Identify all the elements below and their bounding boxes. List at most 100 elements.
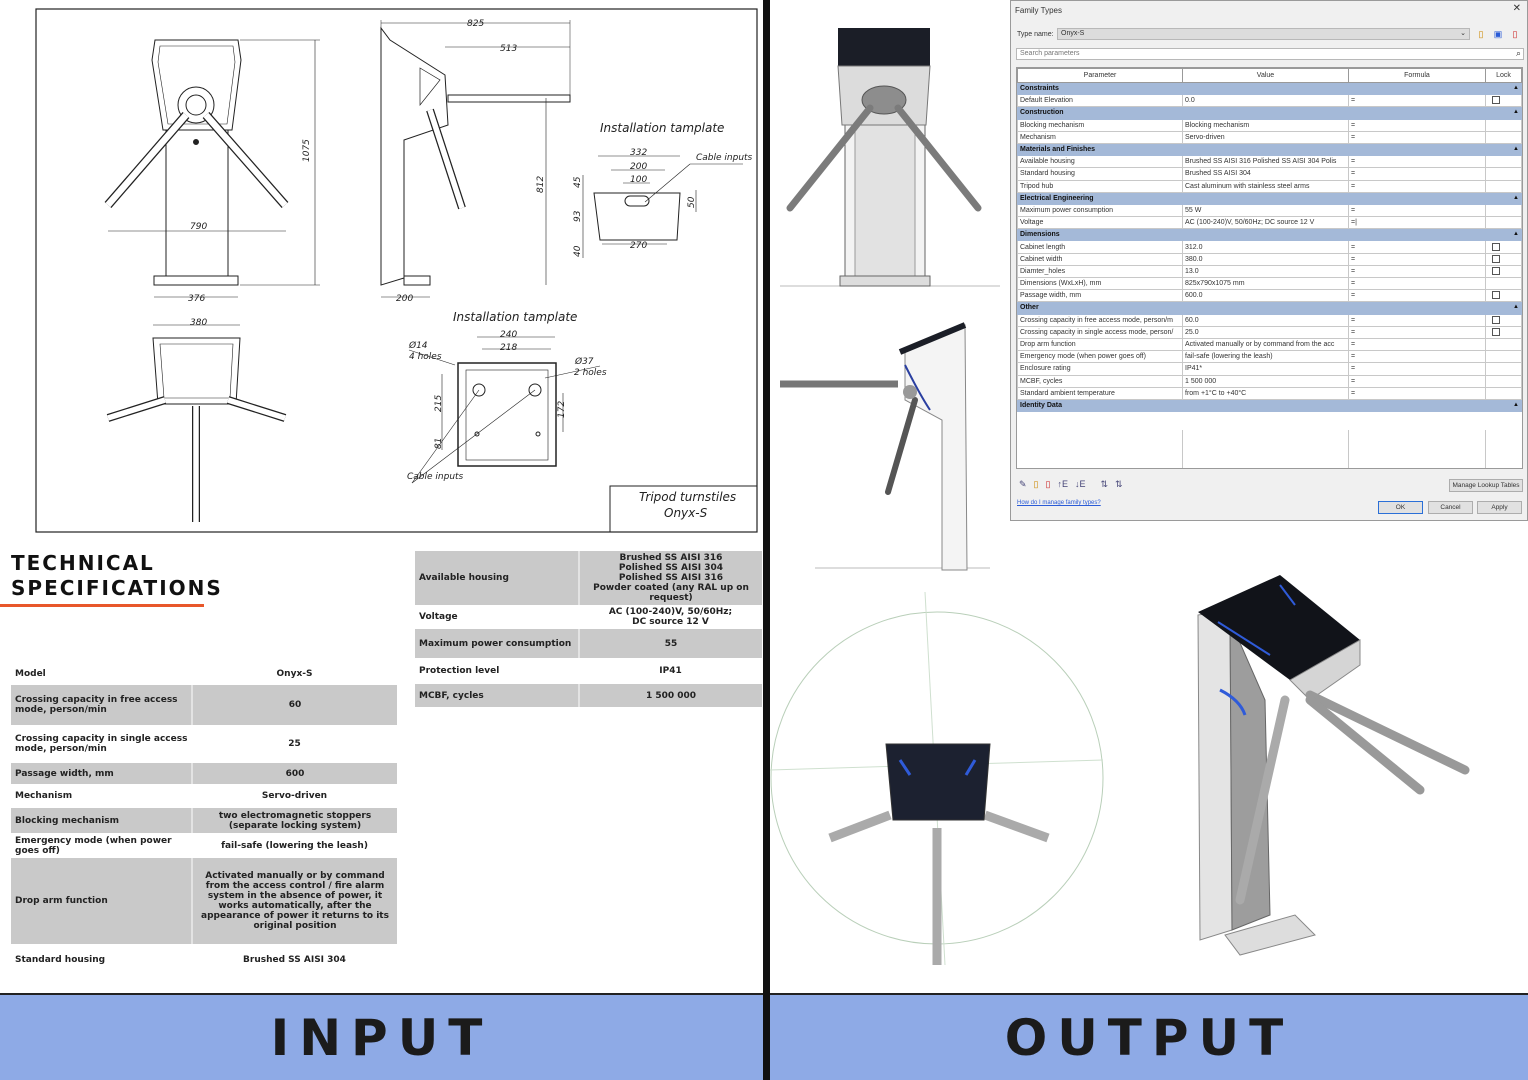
parameter-formula[interactable]: = [1348,118,1486,132]
parameter-value[interactable]: 825x790x1075 mm [1182,276,1349,291]
edit-parameter-icon[interactable]: ✎ [1019,479,1027,489]
parameter-formula[interactable]: = [1348,374,1486,388]
parameter-formula[interactable]: = [1348,167,1486,181]
parameter-group-header[interactable]: Construction▲ [1017,106,1522,120]
parameter-group-header[interactable]: Dimensions▲ [1017,228,1522,242]
close-button[interactable]: ✕ [1512,3,1521,14]
parameter-row[interactable]: Crossing capacity in single access mode,… [1017,325,1522,339]
collapse-icon[interactable]: ▲ [1513,146,1519,153]
move-down-icon[interactable]: ↓E [1074,479,1086,489]
parameter-value[interactable]: 13.0 [1182,264,1349,279]
lock-checkbox[interactable] [1492,328,1500,336]
parameter-formula[interactable]: = [1348,386,1486,400]
help-link[interactable]: How do I manage family types? [1017,500,1101,506]
lock-checkbox[interactable] [1492,291,1500,300]
parameter-formula[interactable]: = [1348,155,1486,169]
new-type-icon[interactable]: ▯ [1478,29,1484,39]
delete-parameter-icon[interactable]: ▯ [1045,479,1051,489]
collapse-icon[interactable]: ▲ [1513,109,1519,116]
sort-ascending-icon[interactable]: ⇅ [1100,479,1109,489]
manage-lookup-tables-button[interactable]: Manage Lookup Tables [1449,479,1523,492]
ok-button[interactable]: OK [1378,501,1423,514]
cancel-button[interactable]: Cancel [1428,501,1473,514]
parameter-group-header[interactable]: Other▲ [1017,301,1522,315]
rename-type-icon[interactable]: ▣ [1493,29,1503,39]
parameter-value[interactable]: IP41* [1182,362,1349,376]
parameter-group-header[interactable]: Materials and Finishes▲ [1017,142,1522,157]
parameter-formula[interactable]: = [1348,252,1486,266]
new-parameter-icon[interactable]: ▯ [1033,479,1039,489]
parameter-value[interactable]: 600.0 [1182,289,1349,303]
column-header-formula[interactable]: Formula [1348,68,1486,83]
parameter-value[interactable]: AC (100-240)V, 50/60Hz; DC source 12 V [1182,216,1349,230]
delete-type-icon[interactable]: ▯ [1512,29,1518,39]
parameter-value[interactable]: 312.0 [1182,240,1349,254]
parameter-formula[interactable]: =| [1348,216,1486,230]
lock-checkbox[interactable] [1492,254,1500,263]
lock-checkbox[interactable] [1492,267,1500,276]
parameter-group-header[interactable]: Identity Data▲ [1017,398,1522,413]
parameter-formula[interactable]: = [1348,289,1486,303]
collapse-icon[interactable]: ▲ [1513,194,1519,201]
parameter-formula[interactable]: = [1348,94,1486,108]
collapse-icon[interactable]: ▲ [1513,85,1519,92]
parameter-formula[interactable]: = [1348,203,1486,218]
lock-checkbox[interactable] [1492,315,1500,324]
parameter-group-header[interactable]: Constraints▲ [1017,81,1522,96]
sort-descending-icon[interactable]: ⇅ [1115,479,1123,489]
column-header-parameter[interactable]: Parameter [1017,68,1183,83]
lock-checkbox[interactable] [1492,96,1500,105]
parameter-value[interactable]: from +1°C to +40°C [1182,386,1349,400]
parameter-formula[interactable]: = [1348,337,1486,352]
parameter-value[interactable]: Brushed SS AISI 316 Polished SS AISI 304… [1182,155,1349,169]
collapse-icon[interactable]: ▲ [1513,304,1519,311]
parameter-value[interactable]: Blocking mechanism [1182,118,1349,132]
parameter-value[interactable]: Brushed SS AISI 304 [1182,167,1349,181]
parameter-formula[interactable]: = [1348,350,1486,364]
parameter-group-header[interactable]: Electrical Engineering▲ [1017,191,1522,205]
parameter-value[interactable]: 0.0 [1182,94,1349,108]
parameter-value[interactable]: 1 500 000 [1182,374,1349,388]
parameter-value[interactable]: 55 W [1182,203,1349,218]
parameter-value[interactable]: 25.0 [1182,325,1349,339]
lock-checkbox[interactable] [1492,242,1500,251]
parameter-formula[interactable]: = [1348,276,1486,291]
parameter-formula[interactable]: = [1348,179,1486,193]
collapse-icon[interactable]: ▲ [1513,231,1519,238]
parameter-row[interactable]: Crossing capacity in free access mode, p… [1017,313,1522,327]
type-name-select[interactable]: Onyx-S⌄ [1057,28,1470,40]
parameter-value[interactable]: 380.0 [1182,252,1349,266]
search-input[interactable]: Search parameters⌕ [1016,48,1524,60]
parameter-formula[interactable]: = [1348,130,1486,144]
parameter-value[interactable]: Cast aluminum with stainless steel arms [1182,179,1349,193]
parameter-formula[interactable]: = [1348,325,1486,339]
parameter-row[interactable]: Emergency mode (when power goes off)fail… [1017,350,1522,364]
collapse-icon[interactable]: ▲ [1513,401,1519,408]
apply-button[interactable]: Apply [1477,501,1522,514]
parameter-formula[interactable]: = [1348,264,1486,279]
parameter-value[interactable]: 60.0 [1182,313,1349,327]
column-header-lock[interactable]: Lock [1485,68,1522,83]
parameter-value[interactable]: fail-safe (lowering the leash) [1182,350,1349,364]
column-header-value[interactable]: Value [1182,68,1349,83]
move-up-icon[interactable]: ↑E [1057,479,1068,489]
parameter-formula[interactable]: = [1348,240,1486,254]
parameter-formula[interactable]: = [1348,362,1486,376]
parameter-value[interactable]: Servo-driven [1182,130,1349,144]
